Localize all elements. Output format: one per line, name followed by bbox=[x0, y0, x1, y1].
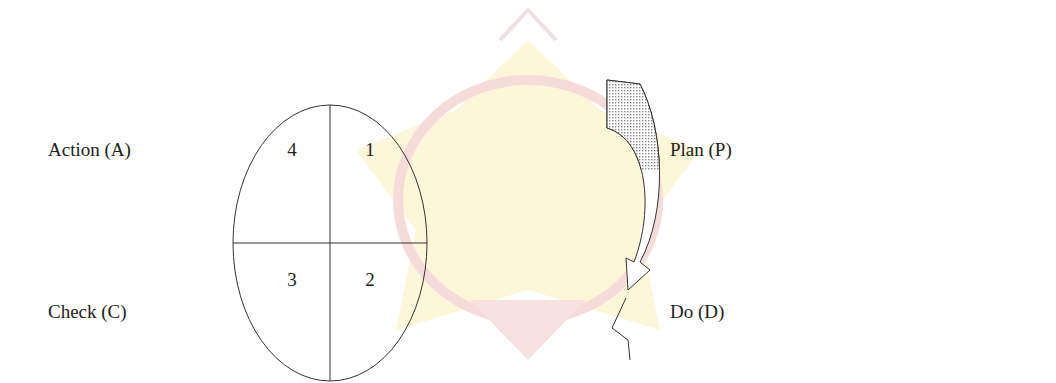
callout-number: 3 bbox=[287, 270, 297, 291]
cycle-arrow bbox=[607, 80, 660, 360]
phase-label: Action (A) bbox=[48, 140, 131, 161]
callout-number: 4 bbox=[287, 140, 297, 161]
callout-number: 2 bbox=[365, 270, 375, 291]
phase-label: Plan (P) bbox=[670, 140, 732, 161]
phase-label: Do (D) bbox=[670, 302, 724, 323]
phase-label: Check (C) bbox=[48, 302, 127, 323]
pdca-circle bbox=[233, 105, 427, 381]
watermark bbox=[356, 10, 700, 360]
callout-number: 1 bbox=[365, 140, 375, 161]
